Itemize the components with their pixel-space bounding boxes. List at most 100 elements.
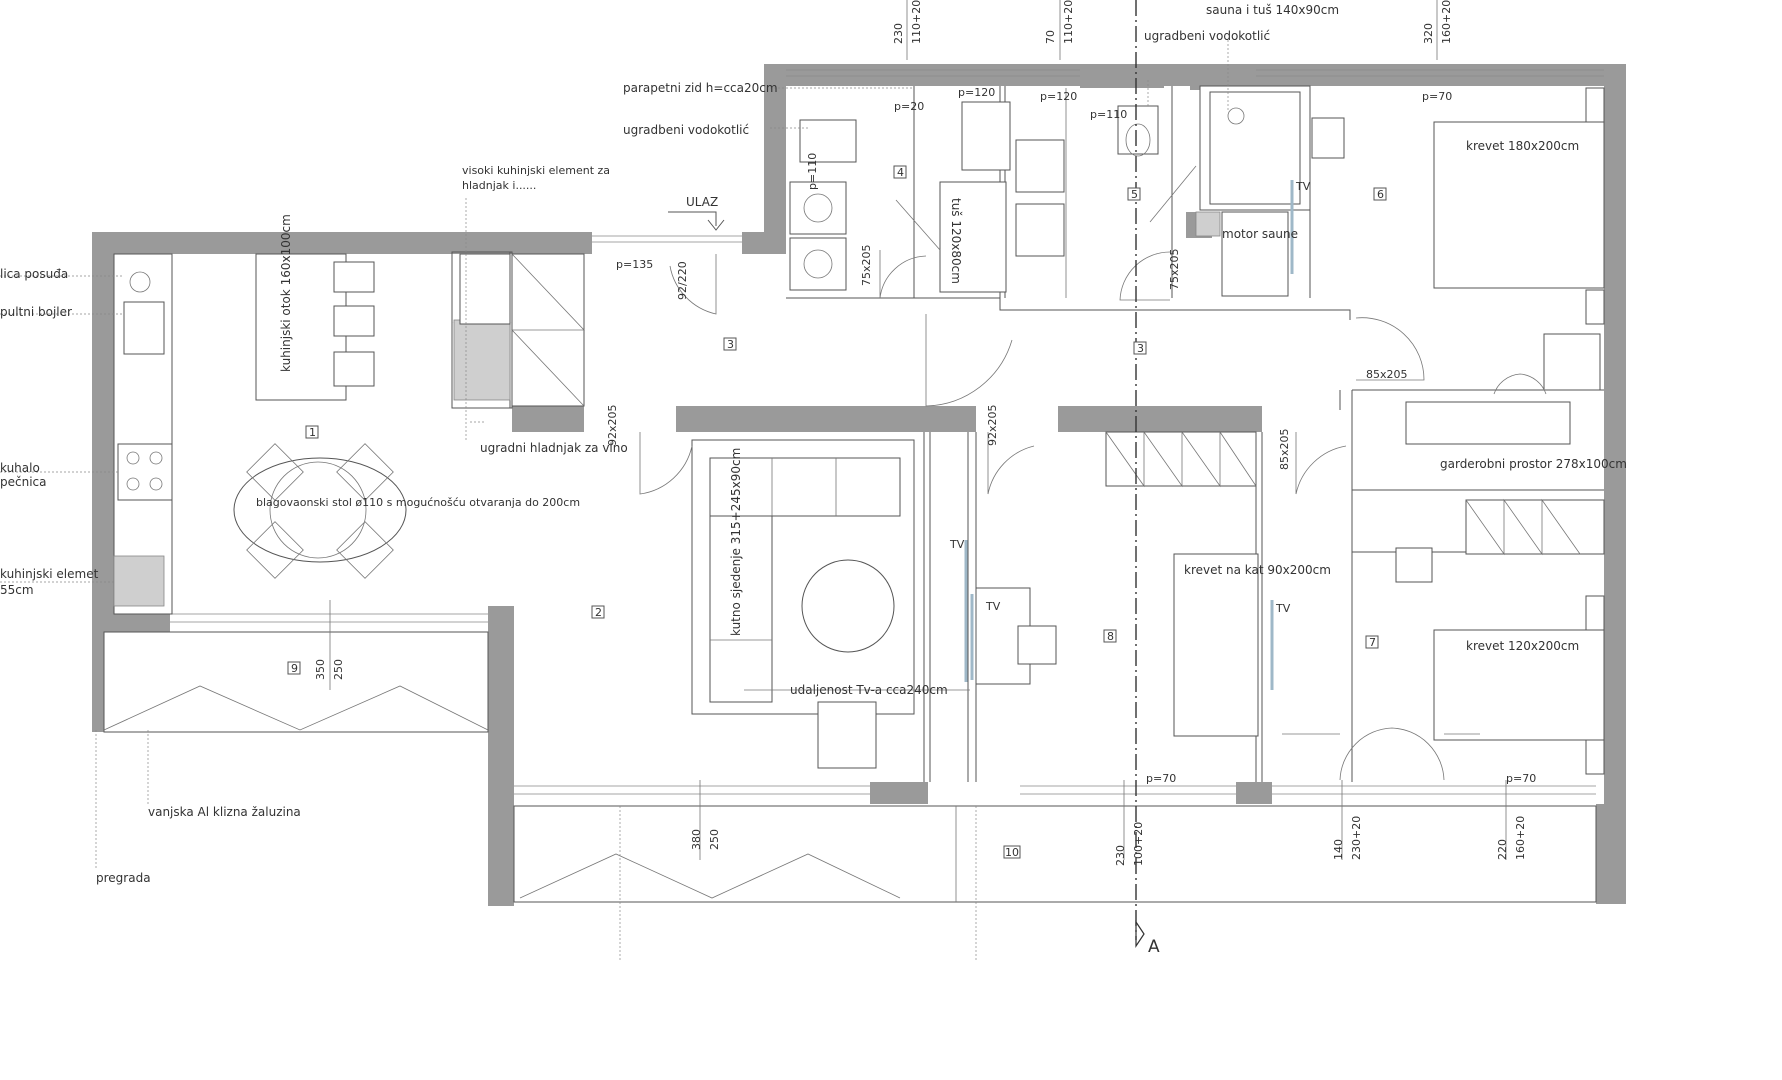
- label-dishwasher: lica posuđa: [0, 267, 68, 281]
- wall-southeast: [1596, 804, 1626, 904]
- svg-text:6: 6: [1377, 188, 1384, 201]
- svg-text:1: 1: [309, 426, 316, 439]
- dim-top-1b: 110+20: [910, 0, 923, 44]
- wall-east: [1604, 64, 1626, 904]
- svg-text:4: 4: [897, 166, 904, 179]
- room-9: 9: [287, 661, 301, 675]
- wall-west: [92, 232, 114, 632]
- label-bed-double-1: krevet 180x200cm: [1466, 139, 1579, 153]
- room-4: 4: [893, 165, 907, 179]
- dining-table: [233, 457, 407, 563]
- dim-bottom-1a: 380: [690, 829, 703, 850]
- dim-top-2b: 110+20: [1062, 0, 1075, 44]
- label-sauna: sauna i tuš 140x90cm: [1206, 3, 1339, 17]
- living: [691, 439, 970, 769]
- kitchen: [113, 253, 585, 615]
- room-7: 7: [1365, 635, 1379, 649]
- dim-balcony-b: 250: [332, 659, 345, 680]
- label-cistern-left: ugradbeni vodokotlić: [623, 123, 749, 137]
- parapet-5: p=70: [1422, 90, 1452, 103]
- label-tv-3: TV: [1275, 602, 1291, 615]
- leaders: [0, 40, 1229, 962]
- room-1: 1: [305, 425, 319, 439]
- wall-living-west: [488, 606, 514, 786]
- parapet-3: p=120: [1040, 90, 1077, 103]
- label-shower: tuš 120x80cm: [949, 198, 963, 284]
- plan-labels: parapetni zid h=cca20cm ugradbeni vodoko…: [0, 3, 1627, 885]
- label-boiler: pultni bojler: [0, 305, 72, 319]
- dim-top-3b: 160+20: [1440, 0, 1453, 44]
- dim-top-2a: 70: [1044, 30, 1057, 44]
- label-stove-2: pečnica: [0, 475, 47, 489]
- door-size-3: 75x205: [1168, 248, 1181, 290]
- dim-top-1a: 230: [892, 23, 905, 44]
- label-tv-2: TV: [985, 600, 1001, 613]
- windows: [103, 69, 1604, 903]
- dim-bottom-2a: 230: [1114, 845, 1127, 866]
- parapet-7: p=110: [806, 153, 819, 190]
- label-stove-1: kuhalo: [0, 461, 40, 475]
- parapet-8: p=70: [1146, 772, 1176, 785]
- dim-top-3a: 320: [1422, 23, 1435, 44]
- doors: [639, 250, 1547, 781]
- label-partition: pregrada: [96, 871, 151, 885]
- parapet-1: p=20: [894, 100, 924, 113]
- label-kitchen-element-1: kuhinjski elemet: [0, 567, 99, 581]
- cooktop: [117, 443, 173, 501]
- dimension-ticks: [329, 0, 1507, 860]
- parapet-2: p=120: [958, 86, 995, 99]
- svg-text:3: 3: [727, 338, 734, 351]
- label-tv-4: TV: [1295, 180, 1311, 193]
- bed-double-2: [1433, 629, 1605, 741]
- wardrobe: [1405, 401, 1571, 445]
- dimensions: 230 110+20 70 110+20 320 160+20 380 250 …: [314, 0, 1527, 866]
- label-wardrobe: garderobni prostor 278x100cm: [1440, 457, 1627, 471]
- label-high-cabinet: visoki kuhinjski element za hladnjak i..…: [462, 164, 614, 192]
- door-size-7: 85x205: [1278, 428, 1291, 470]
- bed-double-1: [1433, 121, 1605, 289]
- label-sofa: kutno sjedenje 315+245x90cm: [729, 448, 743, 636]
- label-tv-1: TV: [949, 538, 965, 551]
- door-size-6: 85x205: [1366, 368, 1408, 381]
- label-kitchen-element-2: 55cm: [0, 583, 34, 597]
- svg-text:2: 2: [595, 606, 602, 619]
- dim-balcony-a: 350: [314, 659, 327, 680]
- label-wine-fridge: ugradni hladnjak za vino: [480, 441, 628, 455]
- room-5: 5: [1127, 187, 1141, 201]
- wall-bath-west: [764, 64, 786, 254]
- label-parapet: parapetni zid h=cca20cm: [623, 81, 778, 95]
- door-size-2: 75x205: [860, 244, 873, 286]
- wall-corridor-south-2: [676, 406, 976, 432]
- dim-bottom-4b: 160+20: [1514, 816, 1527, 860]
- bedrooms: [970, 87, 1605, 775]
- dim-bottom-3a: 140: [1332, 839, 1345, 860]
- parapet-heights: p=20 p=120 p=120 p=110 p=70 p=135 p=110 …: [616, 86, 1536, 785]
- parapet-6: p=135: [616, 258, 653, 271]
- section-label: A: [1148, 937, 1160, 957]
- dim-bottom-1b: 250: [708, 829, 721, 850]
- parapet-4: p=110: [1090, 108, 1127, 121]
- svg-text:5: 5: [1131, 188, 1138, 201]
- svg-text:7: 7: [1369, 636, 1376, 649]
- room-8: 8: [1103, 629, 1117, 643]
- wall-balcony-west: [92, 632, 104, 732]
- label-bunk-bed: krevet na kat 90x200cm: [1184, 563, 1331, 577]
- label-sauna-motor: motor saune: [1222, 227, 1298, 241]
- coffee-table: [801, 559, 895, 653]
- room-numbers: 1 2 3 3 4 5 6 7 8 9 10: [287, 165, 1387, 859]
- label-entrance: ULAZ: [686, 195, 718, 209]
- wall-south-post-2: [1236, 782, 1272, 804]
- label-tv-distance: udaljenost Tv-a cca240cm: [790, 683, 948, 697]
- room-3a: 3: [723, 337, 737, 351]
- room-2: 2: [591, 605, 605, 619]
- folding-shutters: [103, 685, 901, 899]
- bathrooms: [789, 85, 1311, 298]
- bunk-bed: [1173, 553, 1259, 737]
- svg-text:3: 3: [1137, 342, 1144, 355]
- door-size-4: 92x205: [606, 404, 619, 446]
- parapet-9: p=70: [1506, 772, 1536, 785]
- label-high-cabinet-1: visoki kuhinjski element za: [462, 164, 610, 177]
- room-6: 6: [1373, 187, 1387, 201]
- sofa: [691, 439, 915, 715]
